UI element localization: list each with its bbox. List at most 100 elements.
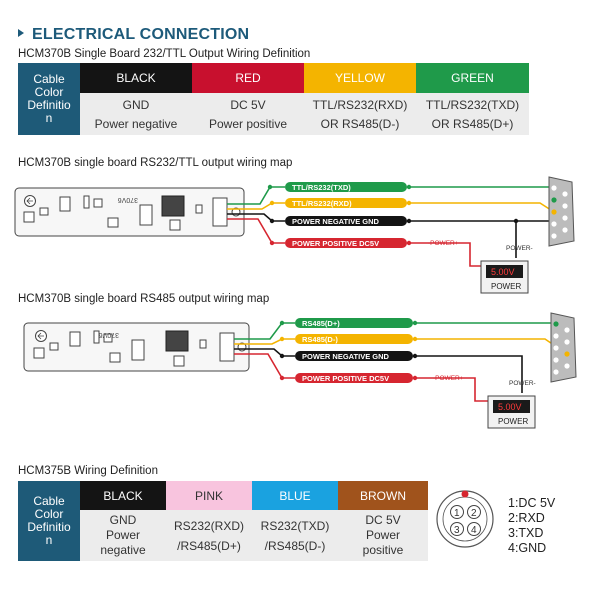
wire-label-bg (295, 351, 413, 361)
cell-line: DC 5V (230, 97, 266, 112)
db9-pin (551, 221, 557, 227)
db9-pin (551, 209, 557, 215)
board-connector (219, 332, 235, 362)
wire-junction (269, 218, 275, 224)
board-component (199, 339, 207, 349)
triangle-bullet-icon (18, 29, 24, 37)
cell-line: DC 5V (365, 513, 401, 527)
wire-junction (269, 240, 275, 246)
connector-pin-4 (450, 522, 464, 536)
voltage-display (486, 265, 523, 278)
table1-header-yellow: YELLOW (304, 63, 416, 93)
board-component (173, 355, 185, 367)
db9-pin (564, 327, 570, 333)
board-component (195, 204, 203, 214)
db9-pin (553, 333, 559, 339)
legend-line: 2:RXD (508, 511, 545, 525)
arrow-icon (26, 197, 33, 205)
table1-cell-yellow: TTL/RS232(RXD)OR RS485(D-) (304, 93, 416, 135)
wire-junction (279, 336, 285, 342)
wire-label-dc5v: POWER POSITIVE DC5V (292, 239, 379, 248)
label-line: Definitio (27, 520, 71, 534)
wire-red (234, 353, 488, 402)
wire-label-bg (285, 216, 407, 226)
board-component (49, 342, 59, 351)
table2-header-blue: BLUE (252, 481, 338, 510)
board-component (33, 347, 45, 359)
voltage-reading: 5.00V (498, 402, 522, 412)
wire-label-bg (285, 238, 407, 248)
wire-label-gnd: POWER NEGATIVE GND (292, 217, 380, 226)
cell-line: /RS485(D-) (264, 538, 326, 553)
map1-diagram: 370V6 TTL/RS232(TXD) TTL/RS232(RXD) POWE… (14, 176, 575, 294)
pin-number: 1 (454, 508, 460, 519)
voltage-reading: 5.00V (491, 267, 515, 277)
label-line: Color (34, 507, 64, 521)
db9-connector-icon (548, 176, 575, 247)
label-line: Cable (33, 72, 65, 86)
cell-line: RS232(RXD) (173, 518, 245, 533)
board-component (131, 339, 145, 361)
board-component (139, 204, 153, 226)
table2-title: HCM375B Wiring Definition (18, 465, 158, 477)
db9-pin (553, 357, 559, 363)
wire-junction (412, 353, 418, 359)
db9-pin (551, 233, 557, 239)
wire-red (227, 218, 481, 267)
db9-pin (564, 351, 570, 357)
board-component (69, 331, 81, 347)
table1: Cable Color Definitio n BLACK RED YELLOW… (18, 63, 529, 135)
power-supply-label: POWER (498, 417, 528, 426)
label-line: Color (34, 85, 64, 99)
pin-number: 2 (471, 508, 477, 519)
table2-cell-black: GND Power negative (80, 510, 166, 561)
wire-junction (406, 184, 412, 190)
board-component (93, 198, 103, 208)
wire-label-bg (285, 198, 407, 208)
cell-line: negative (100, 543, 146, 557)
wire-junction (406, 200, 412, 206)
legend-line: 4:GND (508, 541, 547, 555)
label-line: Cable (33, 494, 65, 508)
label-line: n (45, 533, 53, 547)
board-label: 370V6 (118, 196, 138, 203)
wire-junction (412, 320, 418, 326)
connector-pin-1 (450, 505, 464, 519)
wire-junction (279, 353, 285, 359)
table1-cell-red: DC 5V Power positive (192, 93, 304, 135)
cell-line: GND (109, 513, 137, 527)
wire-label-d-plus: RS485(D+) (302, 319, 340, 328)
db9-pin (553, 345, 559, 351)
section-title: ELECTRICAL CONNECTION (18, 26, 249, 44)
cell-line: Power positive (208, 116, 288, 131)
wire-label-gnd: POWER NEGATIVE GND (302, 352, 390, 361)
arrow-icon (37, 332, 44, 340)
power-minus-label: POWER- (506, 245, 533, 252)
table2-header-brown: BROWN (338, 481, 428, 510)
db9-pin (551, 185, 557, 191)
cell-line: OR RS485(D-) (320, 116, 400, 131)
table1-header-green: GREEN (416, 63, 529, 93)
round-connector: 1 2 4 3 (436, 490, 494, 548)
wire-green (234, 322, 552, 340)
db9-pin (562, 203, 568, 209)
cell-line: RS232(TXD) (260, 518, 330, 533)
pin-number: 3 (454, 525, 460, 536)
cell-line: GND (122, 97, 150, 112)
db9-pin (564, 363, 570, 369)
table1-header-black: BLACK (80, 63, 192, 93)
db9-pin (553, 321, 559, 327)
table2-label-cell: Cable Color Definitio n (18, 481, 80, 561)
wire-label-rxd: TTL/RS232(RXD) (292, 199, 352, 208)
db9-pin (562, 215, 568, 221)
power-plus-label: -POWER+ (433, 375, 464, 382)
db9-pin (562, 191, 568, 197)
power-plus-label: -POWER+ (428, 240, 459, 247)
wire-label-dc5v: POWER POSITIVE DC5V (302, 374, 389, 383)
board-component (93, 330, 100, 344)
cell-line: OR RS485(D+) (431, 116, 514, 131)
db9-pin (564, 339, 570, 345)
wire-junction (412, 375, 418, 381)
wire-junction (513, 218, 519, 224)
